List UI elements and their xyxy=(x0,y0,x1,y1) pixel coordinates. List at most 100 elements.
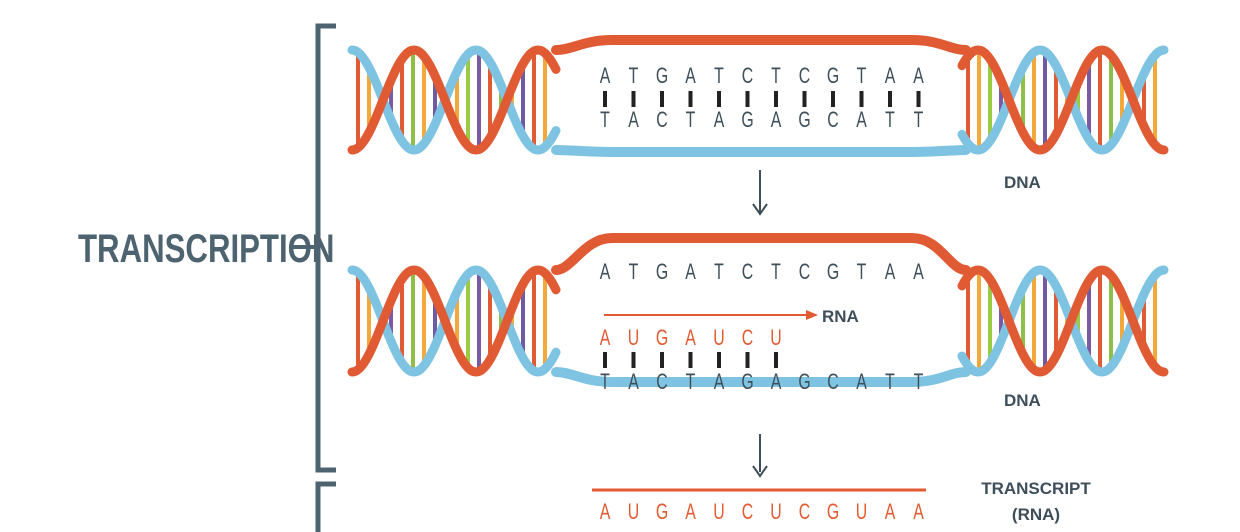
dna-base-letter: C xyxy=(656,371,668,395)
rna-base-letter: A xyxy=(685,327,696,351)
dna-base-letter: G xyxy=(827,65,839,89)
transcript-base-letter: G xyxy=(827,501,839,525)
stage2-base-pair-ticks xyxy=(603,352,778,368)
separated-strand-blue xyxy=(551,367,971,387)
dna-base-letter: C xyxy=(827,109,839,133)
dna-base-letter: T xyxy=(686,371,696,395)
rna-base-letter: G xyxy=(656,327,668,351)
dna-base-letter: A xyxy=(913,65,924,89)
dna-base-letter: T xyxy=(686,109,696,133)
down-arrow-1-head xyxy=(752,203,768,216)
dna-strand-blue xyxy=(957,45,1169,155)
dna-strand-orange xyxy=(347,45,561,155)
rna-direction-arrowhead xyxy=(806,310,818,320)
dna-base-letter: T xyxy=(914,109,924,133)
transcript-base-letter: C xyxy=(799,501,811,525)
bracket-main xyxy=(315,23,336,473)
stage1-base-pair-ticks xyxy=(603,91,921,107)
transcript-base-letter: U xyxy=(713,501,724,525)
separated-strand-orange xyxy=(551,35,971,55)
rna-base-letter: C xyxy=(742,327,754,351)
dna-base-letter: A xyxy=(628,371,639,395)
dna-strand-orange xyxy=(347,265,561,377)
dna-base-letter: T xyxy=(714,65,724,89)
rna-base-letter: U xyxy=(770,327,781,351)
dna-base-letter: A xyxy=(771,371,782,395)
dna-base-letter: T xyxy=(714,261,724,285)
dna-base-letter: T xyxy=(771,65,781,89)
dna-helix-1 xyxy=(347,35,1169,157)
dna-base-letter: C xyxy=(799,261,811,285)
separated-strand-blue xyxy=(551,145,971,157)
dna-base-letter: C xyxy=(742,261,754,285)
transcript-label: TRANSCRIPT xyxy=(981,479,1091,498)
rna-base-letter: A xyxy=(600,327,611,351)
dna-base-letter: G xyxy=(798,371,810,395)
rna-base-letter: U xyxy=(628,327,639,351)
stage1-dna-label: DNA xyxy=(1004,173,1041,192)
transcript-base-letter: U xyxy=(628,501,639,525)
dna-strand-orange xyxy=(957,265,1169,377)
dna-base-letter: G xyxy=(656,65,668,89)
dna-base-letter: A xyxy=(913,261,924,285)
dna-base-letter: C xyxy=(799,65,811,89)
transcript-base-letter: A xyxy=(913,501,924,525)
dna-strand-blue xyxy=(347,45,561,155)
dna-strand-orange xyxy=(957,45,1169,155)
dna-base-letter: T xyxy=(914,371,924,395)
transcript-base-letter: U xyxy=(770,501,781,525)
dna-base-letter: A xyxy=(685,65,696,89)
dna-base-letter: T xyxy=(885,109,895,133)
transcript-base-letter: G xyxy=(656,501,668,525)
stage2-dna-label: DNA xyxy=(1004,391,1041,410)
transcript-base-letter: A xyxy=(885,501,896,525)
dna-base-letter: A xyxy=(771,109,782,133)
dna-base-letter: T xyxy=(629,65,639,89)
dna-base-letter: A xyxy=(600,65,611,89)
rna-label: RNA xyxy=(822,307,859,326)
dna-base-letter: T xyxy=(600,109,610,133)
dna-base-letter: A xyxy=(600,261,611,285)
dna-base-letter: G xyxy=(798,109,810,133)
dna-base-letter: A xyxy=(628,109,639,133)
dna-base-letter: G xyxy=(741,371,753,395)
dna-base-letter: T xyxy=(857,65,867,89)
dna-base-letter: T xyxy=(885,371,895,395)
dna-base-letter: A xyxy=(714,371,725,395)
dna-base-letter: T xyxy=(600,371,610,395)
separated-strand-orange xyxy=(551,233,971,275)
dna-base-letter: C xyxy=(656,109,668,133)
dna-base-letter: A xyxy=(856,109,867,133)
dna-base-letter: A xyxy=(856,371,867,395)
dna-base-letter: C xyxy=(742,65,754,89)
dna-base-letter: C xyxy=(827,371,839,395)
transcript-base-letter: A xyxy=(600,501,611,525)
dna-strand-blue xyxy=(347,265,561,377)
rna-base-letter: U xyxy=(713,327,724,351)
transcript-base-letter: C xyxy=(742,501,754,525)
transcript-sublabel: (RNA) xyxy=(1012,505,1060,524)
dna-base-letter: G xyxy=(827,261,839,285)
dna-base-letter: A xyxy=(885,65,896,89)
dna-base-letter: G xyxy=(656,261,668,285)
dna-base-letter: T xyxy=(771,261,781,285)
transcript-base-letter: A xyxy=(685,501,696,525)
dna-base-letter: T xyxy=(629,261,639,285)
down-arrow-2-head xyxy=(752,465,768,478)
dna-base-letter: G xyxy=(741,109,753,133)
bracket-next xyxy=(315,481,336,532)
dna-helix-2 xyxy=(347,233,1169,387)
dna-base-letter: A xyxy=(714,109,725,133)
dna-base-letter: T xyxy=(857,261,867,285)
transcript-base-letter: U xyxy=(856,501,867,525)
dna-strand-blue xyxy=(957,265,1169,377)
dna-base-letter: A xyxy=(685,261,696,285)
